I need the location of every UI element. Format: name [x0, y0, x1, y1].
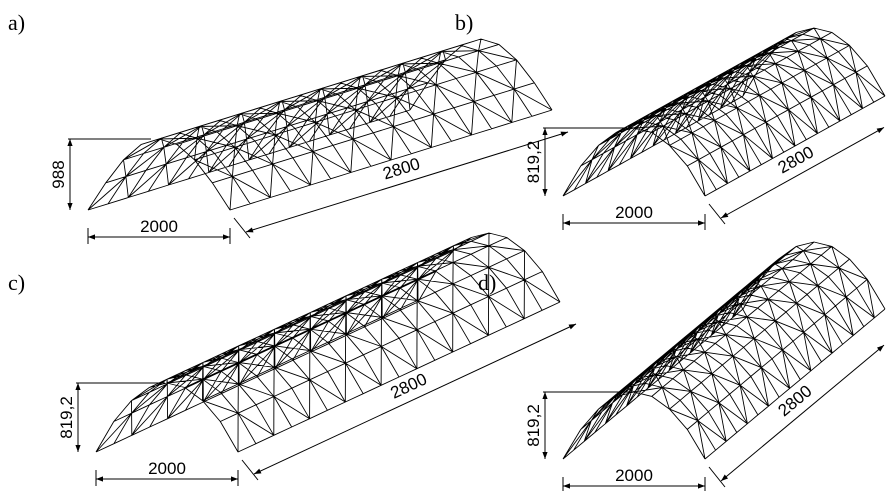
rise-dimension-label: 988	[49, 160, 68, 188]
arrowhead	[67, 139, 73, 146]
length-extension-line	[233, 217, 251, 239]
arrowhead	[231, 476, 238, 482]
arrowhead	[246, 227, 254, 233]
lattice-shell	[562, 241, 886, 460]
panel-label: a)	[8, 10, 25, 35]
arrowhead	[223, 234, 230, 240]
panel-label: d)	[478, 270, 496, 295]
arrowhead	[563, 483, 570, 489]
arrowhead	[876, 127, 884, 134]
length-dimension-line	[245, 131, 569, 233]
arrowhead	[560, 131, 568, 137]
span-dimension-label: 2000	[148, 459, 186, 478]
arrowhead	[542, 128, 548, 135]
length-extension-line	[241, 459, 259, 481]
arrowhead	[542, 392, 548, 399]
arrowhead	[88, 234, 95, 240]
span-dimension-label: 2000	[615, 203, 653, 222]
arrowhead	[568, 324, 576, 330]
arrowhead	[75, 445, 81, 452]
arrowhead	[721, 212, 729, 218]
length-dimension-line	[253, 323, 577, 475]
rise-dimension-label: 819,2	[524, 404, 543, 447]
arrowhead	[698, 483, 705, 489]
rise-dimension-label: 819,2	[524, 141, 543, 184]
span-dimension-label: 2000	[140, 217, 178, 236]
arrowhead	[254, 468, 262, 474]
length-dimension-label: 2800	[388, 369, 430, 402]
rise-dimension-label: 819,2	[57, 396, 76, 439]
panel-label: b)	[455, 10, 473, 35]
lattice-shell	[87, 38, 553, 211]
arrowhead	[721, 474, 729, 481]
length-dimension-label: 2800	[774, 381, 815, 420]
lattice-shell	[562, 27, 886, 197]
arrowhead	[563, 220, 570, 226]
arrowhead	[67, 203, 73, 210]
arrowhead	[75, 383, 81, 390]
length-extension-line	[708, 466, 726, 488]
panel-d: d) 819,2 2000 2800	[478, 241, 886, 491]
arrowhead	[96, 476, 103, 482]
panel-label: c)	[8, 270, 25, 295]
arrowhead	[542, 189, 548, 196]
arrowhead	[542, 452, 548, 459]
lattice-shell	[95, 232, 561, 453]
length-dimension-line	[720, 344, 885, 482]
length-extension-line	[708, 203, 726, 225]
length-dimension-line	[720, 127, 885, 219]
arrowhead	[698, 220, 705, 226]
span-dimension-label: 2000	[615, 466, 653, 485]
arrowhead	[876, 345, 884, 352]
